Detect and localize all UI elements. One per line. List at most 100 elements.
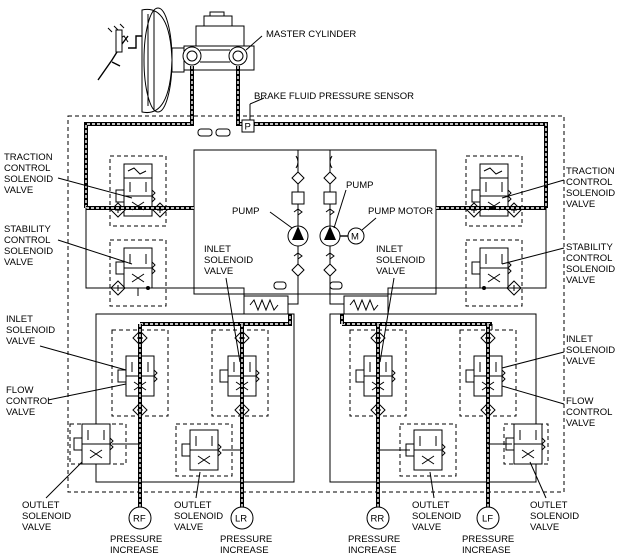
- svg-text:SOLENOID: SOLENOID: [4, 246, 53, 257]
- outlet-label-3: OUTLET SOLENOID VALVE: [412, 471, 461, 533]
- pressure-increase-rf: PRESSURE INCREASE: [110, 534, 162, 556]
- pump-region: [193, 149, 437, 295]
- svg-text:SOLENOID: SOLENOID: [530, 511, 579, 522]
- pump-left-text: PUMP: [232, 206, 259, 217]
- svg-text:TRACTION: TRACTION: [4, 152, 53, 163]
- svg-text:SOLENOID: SOLENOID: [204, 255, 253, 266]
- svg-text:SOLENOID: SOLENOID: [566, 264, 615, 275]
- svg-text:VALVE: VALVE: [566, 356, 595, 367]
- pressure-sensor-text: BRAKE FLUID PRESSURE SENSOR: [254, 91, 414, 102]
- right-inlet-label: INLET SOLENOID VALVE: [501, 334, 615, 369]
- svg-text:CONTROL: CONTROL: [4, 163, 50, 174]
- pump-motor: M: [340, 227, 365, 245]
- pressure-increase-rr: PRESSURE INCREASE: [348, 534, 400, 556]
- svg-text:SOLENOID: SOLENOID: [566, 188, 615, 199]
- left-traction-label: TRACTION CONTROL SOLENOID VALVE: [4, 152, 133, 199]
- right-stability-label: STABILITY CONTROL SOLENOID VALVE: [501, 242, 615, 286]
- left-pump: [287, 150, 309, 290]
- svg-text:PRESSURE: PRESSURE: [110, 534, 162, 545]
- svg-text:INLET: INLET: [566, 334, 593, 345]
- svg-text:VALVE: VALVE: [530, 522, 559, 533]
- wheel-lr: LR: [235, 514, 247, 525]
- left-stability-control-valve: [109, 239, 167, 307]
- svg-text:INCREASE: INCREASE: [220, 545, 269, 556]
- svg-text:CONTROL: CONTROL: [566, 407, 612, 418]
- svg-text:FLOW: FLOW: [6, 385, 33, 396]
- svg-text:TRACTION: TRACTION: [566, 166, 615, 177]
- svg-text:OUTLET: OUTLET: [412, 500, 450, 511]
- svg-text:VALVE: VALVE: [204, 266, 233, 277]
- lower-left-region: [95, 313, 295, 483]
- svg-text:SOLENOID: SOLENOID: [566, 345, 615, 356]
- svg-text:PRESSURE: PRESSURE: [220, 534, 272, 545]
- svg-text:OUTLET: OUTLET: [530, 500, 568, 511]
- svg-text:VALVE: VALVE: [4, 257, 33, 268]
- left-inlet-label: INLET SOLENOID VALVE: [6, 314, 127, 371]
- svg-text:VALVE: VALVE: [22, 522, 51, 533]
- svg-text:SOLENOID: SOLENOID: [376, 255, 425, 266]
- svg-text:CONTROL: CONTROL: [4, 235, 50, 246]
- master-cylinder-text: MASTER CYLINDER: [266, 29, 356, 40]
- wheel-rr: RR: [371, 514, 385, 525]
- center-right-inlet-label: INLET SOLENOID VALVE: [376, 244, 425, 363]
- svg-text:INCREASE: INCREASE: [110, 545, 159, 556]
- pump-motor-text: PUMP MOTOR: [368, 206, 433, 217]
- svg-text:VALVE: VALVE: [4, 185, 33, 196]
- svg-text:P: P: [245, 122, 251, 133]
- svg-text:PRESSURE: PRESSURE: [462, 534, 514, 545]
- pressure-increase-lf: PRESSURE INCREASE: [462, 534, 514, 556]
- right-accumulator: [329, 281, 389, 315]
- right-pump: [319, 150, 341, 290]
- svg-text:VALVE: VALVE: [6, 336, 35, 347]
- svg-text:VALVE: VALVE: [566, 275, 595, 286]
- svg-text:SOLENOID: SOLENOID: [4, 174, 53, 185]
- right-stability-control-valve: [465, 239, 523, 307]
- left-traction-control-valve: [109, 155, 168, 227]
- svg-text:M: M: [351, 232, 359, 243]
- rr-circuit: [349, 329, 457, 477]
- brake-booster-assembly: [97, 7, 255, 114]
- svg-text:FLOW: FLOW: [566, 396, 593, 407]
- right-traction-label: TRACTION CONTROL SOLENOID VALVE: [501, 166, 615, 210]
- center-left-inlet-label: INLET SOLENOID VALVE: [204, 244, 253, 363]
- svg-text:VALVE: VALVE: [174, 522, 203, 533]
- svg-text:SOLENOID: SOLENOID: [412, 511, 461, 522]
- svg-text:CONTROL: CONTROL: [566, 177, 612, 188]
- pump-right-text: PUMP: [346, 180, 373, 191]
- svg-text:VALVE: VALVE: [566, 418, 595, 429]
- hydraulic-modulator-outline: [67, 115, 565, 493]
- svg-text:INLET: INLET: [6, 314, 33, 325]
- wheel-rf: RF: [133, 514, 146, 525]
- svg-text:INCREASE: INCREASE: [348, 545, 397, 556]
- svg-text:STABILITY: STABILITY: [4, 224, 51, 235]
- svg-text:SOLENOID: SOLENOID: [6, 325, 55, 336]
- svg-text:PRESSURE: PRESSURE: [348, 534, 400, 545]
- svg-text:STABILITY: STABILITY: [566, 242, 613, 253]
- right-flow-label: FLOW CONTROL VALVE: [501, 385, 612, 429]
- lr-circuit: [175, 329, 269, 477]
- svg-text:VALVE: VALVE: [412, 522, 441, 533]
- svg-text:INLET: INLET: [204, 244, 231, 255]
- svg-text:SOLENOID: SOLENOID: [174, 511, 223, 522]
- pressure-increase-lr: PRESSURE INCREASE: [220, 534, 272, 556]
- svg-text:VALVE: VALVE: [376, 266, 405, 277]
- wheel-lf: LF: [482, 514, 493, 525]
- svg-text:VALVE: VALVE: [566, 199, 595, 210]
- outlet-label-2: OUTLET SOLENOID VALVE: [174, 471, 223, 533]
- svg-text:SOLENOID: SOLENOID: [22, 511, 71, 522]
- svg-text:CONTROL: CONTROL: [6, 396, 52, 407]
- left-flow-label: FLOW CONTROL VALVE: [6, 383, 127, 418]
- svg-text:INCREASE: INCREASE: [462, 545, 511, 556]
- left-stability-label: STABILITY CONTROL SOLENOID VALVE: [4, 224, 133, 268]
- brake-fluid-pressure-sensor: P BRAKE FLUID PRESSURE SENSOR: [241, 91, 414, 133]
- master-cylinder-label: MASTER CYLINDER: [245, 29, 356, 51]
- outlet-label-4: OUTLET SOLENOID VALVE: [529, 461, 579, 533]
- left-accumulator: [243, 281, 289, 315]
- lower-right-region: [329, 313, 537, 483]
- right-traction-control-valve: [465, 155, 523, 227]
- svg-text:OUTLET: OUTLET: [174, 500, 212, 511]
- svg-text:VALVE: VALVE: [6, 407, 35, 418]
- wheel-ports: RF LR RR LF: [128, 506, 500, 530]
- pump-labels: PUMP PUMP PUMP MOTOR: [232, 180, 433, 231]
